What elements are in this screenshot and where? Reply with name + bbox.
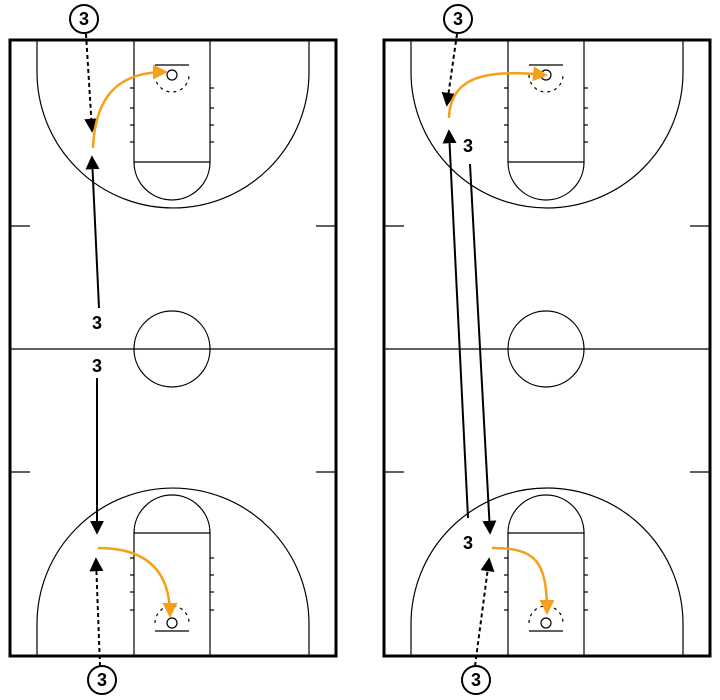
court-boundary bbox=[382, 38, 712, 658]
layup-cut-path bbox=[447, 66, 548, 119]
restricted-arc-top bbox=[154, 74, 190, 93]
player-circle bbox=[443, 4, 473, 34]
player-circle bbox=[461, 665, 491, 695]
paint-bottom bbox=[507, 532, 585, 656]
free-throw-circle-top bbox=[133, 161, 211, 201]
three-point-arc-bottom bbox=[36, 487, 310, 656]
sprint-path bbox=[469, 163, 497, 535]
paint-bottom bbox=[133, 532, 211, 656]
dribble-path bbox=[441, 33, 458, 107]
center-circle bbox=[133, 310, 211, 388]
dribble-path bbox=[84, 33, 99, 133]
restricted-arc-top bbox=[528, 74, 564, 93]
three-point-arc-bottom bbox=[410, 487, 684, 656]
player-label: 3 bbox=[92, 313, 102, 333]
dribble-path bbox=[89, 557, 104, 667]
lane-marks-top bbox=[504, 87, 588, 143]
court-boundary bbox=[8, 38, 338, 658]
sprint-path bbox=[442, 129, 469, 519]
player-marker: 3 bbox=[461, 665, 491, 695]
restricted-arc-bottom bbox=[154, 605, 190, 624]
rim-bottom bbox=[540, 617, 552, 629]
player-label: 3 bbox=[453, 9, 463, 29]
free-throw-circle-top bbox=[507, 161, 585, 201]
player-label: 3 bbox=[97, 670, 107, 690]
dribble-path bbox=[474, 557, 495, 667]
three-point-arc-top bbox=[410, 40, 684, 209]
lane-marks-top bbox=[130, 87, 214, 143]
sprint-path bbox=[85, 155, 100, 309]
rim-bottom bbox=[166, 617, 178, 629]
layup-cut-path bbox=[491, 546, 555, 615]
free-throw-circle-bottom bbox=[133, 494, 211, 534]
center-circle bbox=[507, 310, 585, 388]
player-label: 3 bbox=[463, 533, 473, 553]
layup-cut-path bbox=[91, 64, 168, 149]
paint-top bbox=[133, 40, 211, 163]
paint-top bbox=[507, 40, 585, 163]
player-circle bbox=[87, 665, 117, 695]
layup-cut-path bbox=[97, 546, 178, 618]
lane-marks-bottom bbox=[130, 557, 214, 611]
free-throw-circle-bottom bbox=[507, 494, 585, 534]
player-label: 3 bbox=[79, 9, 89, 29]
court-right: 3 3 3 3 bbox=[382, 4, 712, 695]
player-marker: 3 bbox=[87, 665, 117, 695]
rim-top bbox=[166, 69, 178, 81]
player-label: 3 bbox=[471, 670, 481, 690]
player-label: 3 bbox=[92, 356, 102, 376]
three-point-arc-top bbox=[36, 40, 310, 209]
player-circle bbox=[69, 4, 99, 34]
lane-marks-bottom bbox=[504, 557, 588, 611]
player-marker: 3 bbox=[443, 4, 473, 34]
player-marker: 3 bbox=[69, 4, 99, 34]
court-left: 3 3 3 3 bbox=[8, 4, 338, 695]
player-label: 3 bbox=[463, 136, 473, 156]
